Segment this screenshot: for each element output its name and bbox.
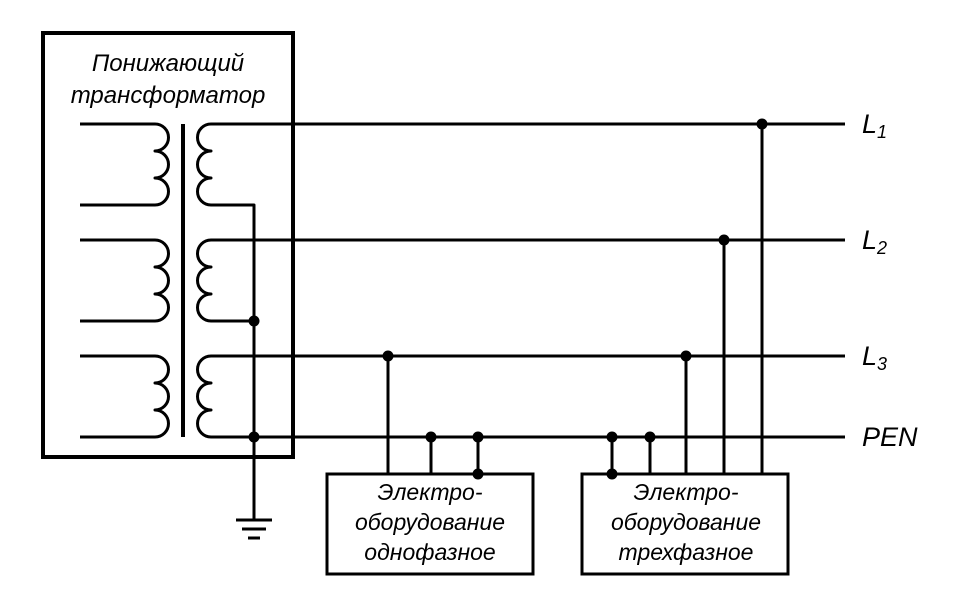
- transformer-box: [41, 31, 295, 459]
- line-label-l3: L3: [862, 341, 887, 374]
- junction-dot: [472, 468, 484, 480]
- transformer-title-line1: Понижающий: [92, 50, 244, 77]
- junction-dot: [425, 431, 437, 443]
- junction-dot: [756, 118, 768, 130]
- three-phase-load-line2: оборудование: [611, 509, 761, 535]
- line-label-l1: L1: [862, 109, 887, 142]
- secondary-winding-2: [196, 238, 845, 323]
- single-phase-load-line2: оборудование: [355, 509, 505, 535]
- primary-winding-2: [80, 238, 170, 323]
- three-phase-load-line3: трехфазное: [619, 539, 754, 565]
- junction-dot: [644, 431, 656, 443]
- primary-winding-1: [80, 122, 170, 207]
- junction-dot: [248, 431, 260, 443]
- line-label-pen: PEN: [862, 422, 918, 452]
- three-phase-load-line1: Электро-: [634, 479, 739, 505]
- single-phase-load-line1: Электро-: [378, 479, 483, 505]
- junction-dot: [248, 315, 260, 327]
- junction-dot: [606, 431, 618, 443]
- secondary-winding-1: [196, 122, 845, 437]
- single-phase-load-box: [325, 472, 535, 576]
- transformer-title-line2: трансформатор: [71, 82, 266, 109]
- junction-dot: [718, 234, 730, 246]
- secondary-winding-3: [196, 354, 845, 439]
- junction-dot: [382, 350, 394, 362]
- junction-dot: [472, 431, 484, 443]
- line-label-l2: L2: [862, 225, 887, 258]
- junction-dot: [606, 468, 618, 480]
- ground-symbol: [236, 437, 272, 540]
- primary-winding-3: [80, 354, 170, 439]
- junction-dot: [680, 350, 692, 362]
- single-phase-load-line3: однофазное: [364, 539, 495, 565]
